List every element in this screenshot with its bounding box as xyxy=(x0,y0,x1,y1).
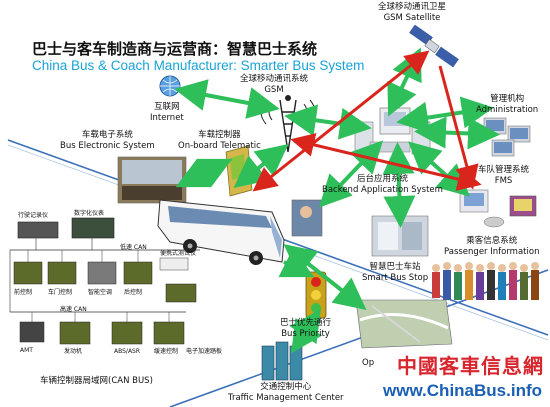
driver-photo xyxy=(291,199,323,237)
label-can-bus: 车辆控制器局域网(CAN BUS) xyxy=(40,376,153,386)
can-label-engine: 发动机 xyxy=(64,348,83,355)
red-arrows xyxy=(252,50,482,192)
operation-map-icon xyxy=(355,299,453,349)
can-label-abs: ABS/ASR xyxy=(114,348,141,355)
watermark-url: www.ChinaBus.info xyxy=(383,381,542,400)
fms-devices-icon xyxy=(459,189,537,228)
can-label-rear-control: 后控制 xyxy=(124,289,143,296)
administration-computers-icon xyxy=(483,117,531,157)
passenger-crowd-icon xyxy=(432,262,539,300)
satellite-icon xyxy=(409,24,459,68)
onboard-telematic-device-icon xyxy=(225,145,253,197)
can-label-recorder: 行驶记录仪 xyxy=(18,212,49,219)
traffic-center-icon xyxy=(261,341,303,381)
page-title-zh: 巴士与客车制造商与运营商：智慧巴士系统 xyxy=(32,40,318,58)
watermark-chinese: 中國客車信息網 xyxy=(397,354,544,378)
road-line-lower xyxy=(169,269,549,407)
can-label-accelerator: 电子加速踏板 xyxy=(186,348,223,355)
can-label-low-speed: 低速 CAN xyxy=(120,244,147,251)
can-bus-diagram xyxy=(9,217,200,345)
page-title-en: China Bus & Coach Manufacturer: Smarter … xyxy=(32,58,365,73)
can-label-front-control: 前控制 xyxy=(14,289,33,296)
smart-bus-stop-icon xyxy=(371,215,429,257)
bus-interior-photo xyxy=(117,156,187,204)
backend-server-icon xyxy=(354,107,431,155)
can-label-tester: 便携式测试仪 xyxy=(160,250,197,257)
can-label-retarder: 缓速控制 xyxy=(154,348,179,355)
can-label-door-control: 车门控制 xyxy=(48,289,73,296)
can-label-amt: AMT xyxy=(20,347,33,354)
internet-globe-icon xyxy=(159,75,181,97)
green-arrows xyxy=(174,47,500,354)
can-label-dashboard: 数字化仪表 xyxy=(74,210,105,217)
label-operation-partial: Op xyxy=(362,358,375,368)
can-label-high-speed: 高速 CAN xyxy=(60,306,87,313)
traffic-light-icon xyxy=(305,271,327,319)
can-label-aircon: 智能空调 xyxy=(88,289,113,296)
